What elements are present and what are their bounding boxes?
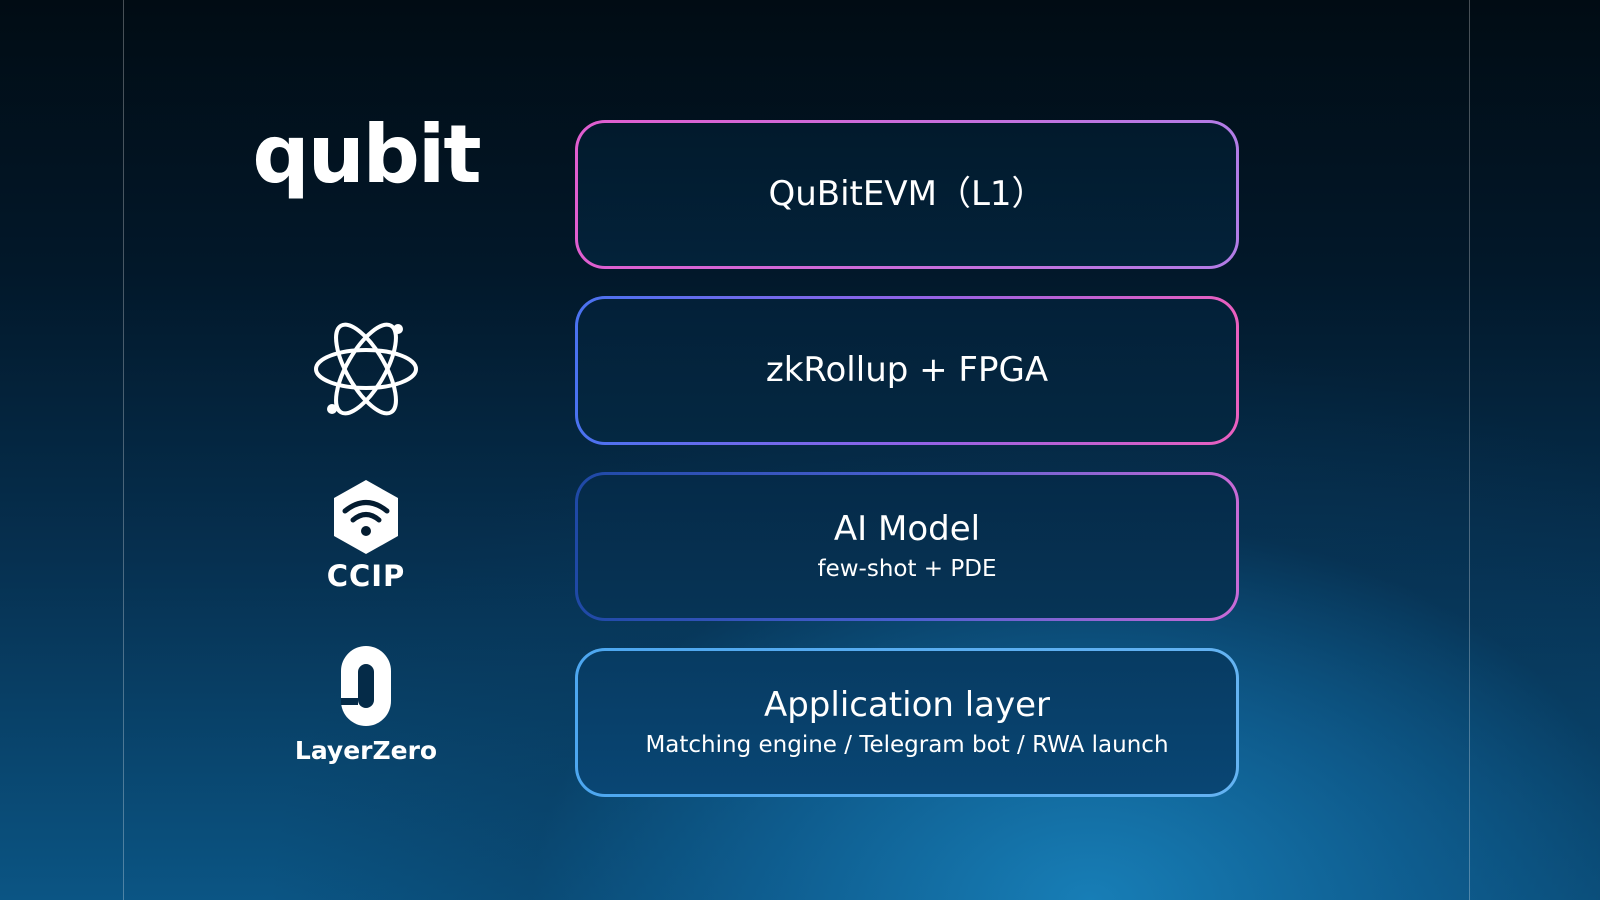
layer-zkrollup: zkRollup + FPGA bbox=[575, 296, 1239, 445]
layer-application: Application layer Matching engine / Tele… bbox=[575, 648, 1239, 797]
left-frame-line bbox=[123, 0, 124, 900]
layer-qubitevm: QuBitEVM（L1） bbox=[575, 120, 1239, 269]
layer-ai-model-title: AI Model bbox=[833, 509, 981, 550]
layer-ai-model: AI Model few-shot + PDE bbox=[575, 472, 1239, 621]
ccip-logo: CCIP bbox=[240, 474, 492, 594]
layer-application-subtitle: Matching engine / Telegram bot / RWA lau… bbox=[645, 732, 1169, 759]
layer-qubitevm-title: QuBitEVM（L1） bbox=[768, 174, 1046, 215]
layerzero-zero-icon bbox=[341, 645, 391, 726]
qubit-logo: qubit bbox=[240, 110, 492, 200]
right-frame-line bbox=[1469, 0, 1470, 900]
layer-ai-model-subtitle: few-shot + PDE bbox=[817, 556, 997, 583]
layer-application-title: Application layer bbox=[763, 685, 1051, 726]
atom-icon bbox=[314, 322, 418, 416]
layerzero-label: LayerZero bbox=[294, 735, 438, 765]
ccip-label: CCIP bbox=[326, 558, 406, 593]
ccip-hexagon-wifi-icon bbox=[334, 479, 398, 554]
atom-logo bbox=[240, 318, 492, 420]
qubit-wordmark: qubit bbox=[252, 108, 481, 201]
layerzero-logo: LayerZero bbox=[240, 640, 492, 764]
layer-zkrollup-title: zkRollup + FPGA bbox=[765, 350, 1049, 391]
